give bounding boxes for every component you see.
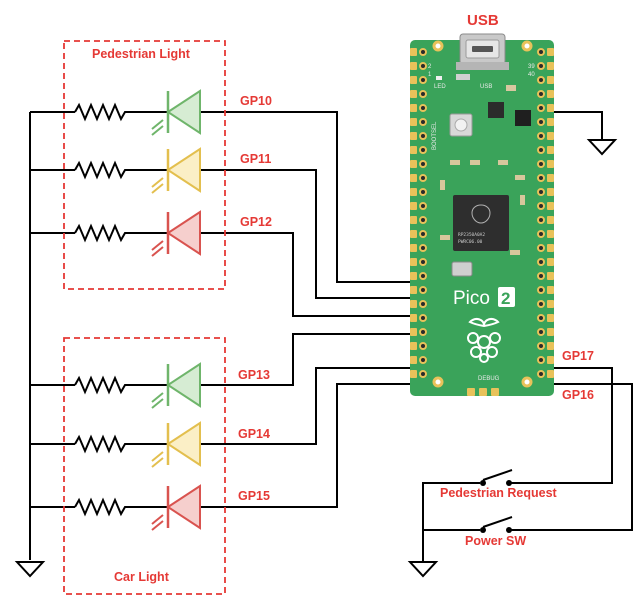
resistors	[74, 102, 129, 517]
gp16-label: GP16	[562, 388, 594, 402]
pico-logo-text: Pico	[453, 288, 490, 309]
usb-connector	[456, 33, 509, 70]
pico2-board: LED USB 1 2 39 40 BOOTSEL RP2350A0A2	[410, 33, 554, 396]
led-car-green	[151, 362, 201, 409]
led-car-yellow	[151, 421, 201, 468]
pico-logo: Pico 2	[453, 287, 515, 309]
gp10-label: GP10	[240, 94, 272, 108]
passive-components	[440, 160, 525, 255]
capacitor-component	[506, 85, 516, 91]
wire-gp14	[200, 367, 410, 445]
pedestrian-request-switch	[480, 469, 513, 486]
ground-symbol-board	[586, 139, 618, 156]
gp14-label: GP14	[238, 427, 270, 441]
crystal-component	[451, 261, 473, 277]
board-led-label: LED	[434, 84, 446, 90]
mounting-holes	[432, 40, 533, 388]
ground-symbol-switches	[407, 561, 439, 578]
board-usb-label: USB	[480, 84, 492, 90]
chip-marking-2: PWRC06.00	[458, 239, 483, 245]
ground-symbol-left	[14, 561, 46, 578]
usb-label: USB	[467, 12, 499, 29]
rp2350-chip: RP2350A0A2 PWRC06.00	[453, 195, 509, 251]
wire-gp13	[200, 333, 410, 386]
pedestrian-light-group-box	[63, 40, 226, 290]
bootsel-label: BOOTSEL	[432, 121, 438, 150]
pin-number-2: 2	[428, 64, 432, 70]
led-pedestrian-green	[151, 89, 201, 136]
pin-number-39: 39	[528, 64, 535, 70]
pedestrian-light-label: Pedestrian Light	[92, 47, 191, 61]
smd-component	[456, 74, 470, 80]
wire-switch1-ground	[422, 482, 480, 562]
resistor-6	[74, 497, 129, 517]
led-car-red	[151, 484, 201, 531]
car-light-group-box	[63, 337, 226, 595]
inductor-component	[488, 102, 504, 118]
right-pin-pads	[547, 48, 554, 378]
gp11-label: GP11	[240, 152, 271, 166]
left-pin-pads	[410, 48, 417, 378]
resistor-4	[74, 375, 129, 395]
through-holes	[419, 48, 545, 378]
resistor-1	[74, 102, 129, 122]
led-pedestrian-red	[151, 210, 201, 257]
regulator-component	[515, 110, 531, 126]
led-pedestrian-yellow	[151, 147, 201, 194]
pedestrian-request-label: Pedestrian Request	[440, 486, 558, 500]
wire-gp11	[200, 169, 410, 299]
gp12-label: GP12	[240, 215, 272, 229]
resistor-5	[74, 434, 129, 454]
power-switch	[480, 516, 513, 533]
pin-number-40: 40	[528, 72, 535, 78]
resistor-2	[74, 160, 129, 180]
pico-logo-digit: 2	[501, 289, 510, 308]
wire-gp10	[200, 111, 410, 283]
car-light-label: Car Light	[114, 570, 170, 584]
debug-label: DEBUG	[478, 376, 500, 382]
board-led-component	[436, 76, 442, 80]
resistor-3	[74, 223, 129, 243]
wire-gp12	[200, 232, 410, 317]
pin-number-1: 1	[428, 72, 432, 78]
gp15-label: GP15	[238, 489, 270, 503]
gp17-label: GP17	[562, 349, 594, 363]
wire-gp16	[510, 383, 633, 531]
debug-pads	[467, 388, 499, 396]
wire-gp15	[200, 383, 410, 508]
power-sw-label: Power SW	[465, 534, 526, 548]
gp13-label: GP13	[238, 368, 270, 382]
wiring	[29, 111, 633, 562]
chip-marking-1: RP2350A0A2	[458, 232, 485, 238]
raspberry-pi-logo	[467, 317, 501, 363]
wire-gp17	[510, 367, 613, 484]
bootsel-button	[449, 113, 473, 137]
wire-board-ground	[548, 111, 603, 140]
